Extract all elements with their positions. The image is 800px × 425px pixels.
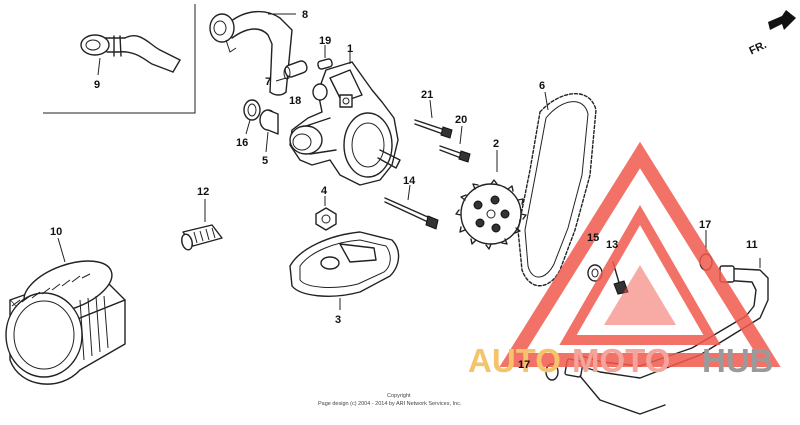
part-19-dowel [317, 45, 333, 70]
watermark-text: AUTO MOTO HUB [468, 342, 774, 379]
callout-7: 7 [265, 76, 271, 88]
callout-4: 4 [321, 185, 328, 197]
part-5-collar [259, 109, 279, 153]
part-6-chain [517, 91, 597, 287]
callout-19: 19 [319, 35, 331, 47]
part-2-sprocket [455, 150, 527, 250]
watermark-logo-icon [499, 141, 781, 367]
callout-15: 15 [587, 232, 599, 244]
callout-18: 18 [289, 95, 301, 107]
part-21-bolt [414, 99, 453, 139]
part-8-hose [209, 11, 296, 96]
part-16-oring [243, 99, 261, 121]
part-11-oil-pipe [564, 258, 769, 415]
callout-1: 1 [347, 43, 353, 55]
part-12-stud [181, 199, 223, 251]
callout-11: 11 [746, 239, 758, 251]
callout-5: 5 [262, 155, 268, 167]
part-18-oring [312, 83, 328, 101]
callout-16: 16 [236, 137, 248, 149]
callout-6: 6 [539, 80, 545, 92]
callout-21: 21 [421, 89, 433, 101]
part-3-strainer [289, 231, 400, 310]
callout-17-upper: 17 [699, 219, 711, 231]
part-14-bolt [384, 184, 439, 230]
callout-12: 12 [197, 186, 209, 198]
callout-20: 20 [455, 114, 467, 126]
watermark-auto: AUTO [468, 342, 561, 379]
callout-10: 10 [50, 226, 62, 238]
callout-2: 2 [493, 138, 499, 150]
watermark-hub: HUB [702, 342, 774, 379]
callout-8: 8 [302, 9, 308, 21]
copyright-line-1: Copyright [387, 393, 411, 399]
watermark-moto: MOTO [572, 342, 670, 379]
callout-13: 13 [606, 239, 618, 251]
part-10-oil-filter [5, 237, 126, 385]
copyright-line-2: Page design (c) 2004 - 2014 by ARI Netwo… [318, 401, 462, 407]
callout-17-lower: 17 [518, 359, 530, 371]
callout-14: 14 [403, 175, 416, 187]
front-direction-indicator: FR. [747, 10, 796, 57]
part-20-bolt [439, 125, 471, 163]
part-4-nut [315, 196, 337, 231]
front-label: FR. [747, 39, 768, 57]
callout-9: 9 [94, 79, 100, 91]
part-9-hose [80, 34, 181, 76]
part-7-shaft [275, 60, 308, 82]
callout-3: 3 [335, 314, 341, 326]
part-1-oil-pump [289, 52, 401, 186]
inset-box-border [43, 4, 196, 114]
